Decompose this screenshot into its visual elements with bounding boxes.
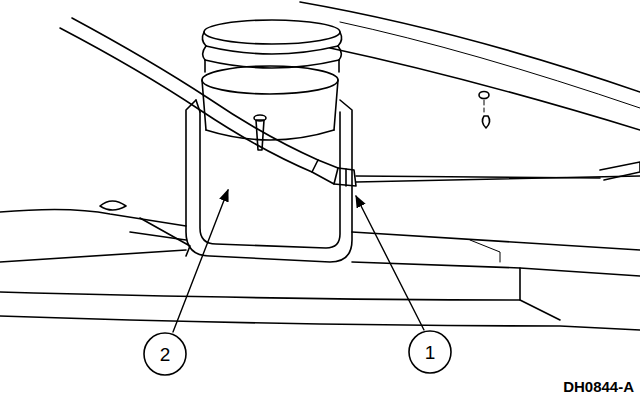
callout-number: 2 [160, 345, 171, 364]
figure-code: DH0844-A [563, 378, 634, 395]
callout-circle: 1 [408, 330, 452, 374]
callout-number: 1 [425, 343, 436, 362]
callout-circle: 2 [143, 332, 187, 376]
